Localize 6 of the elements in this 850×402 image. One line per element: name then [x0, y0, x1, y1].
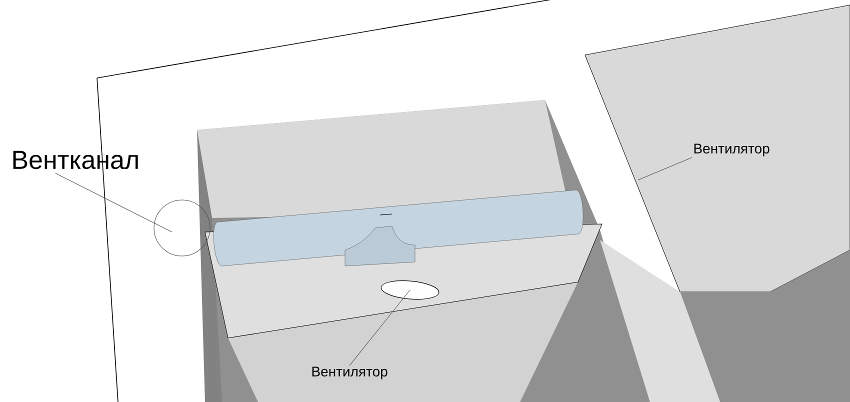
- leader-line: [55, 173, 172, 232]
- outline-circle: [154, 200, 210, 256]
- label-text: Вентилятор: [694, 144, 770, 156]
- hole: [380, 280, 440, 300]
- label-text: Вентилятор: [312, 366, 388, 380]
- leader-line: [638, 157, 692, 180]
